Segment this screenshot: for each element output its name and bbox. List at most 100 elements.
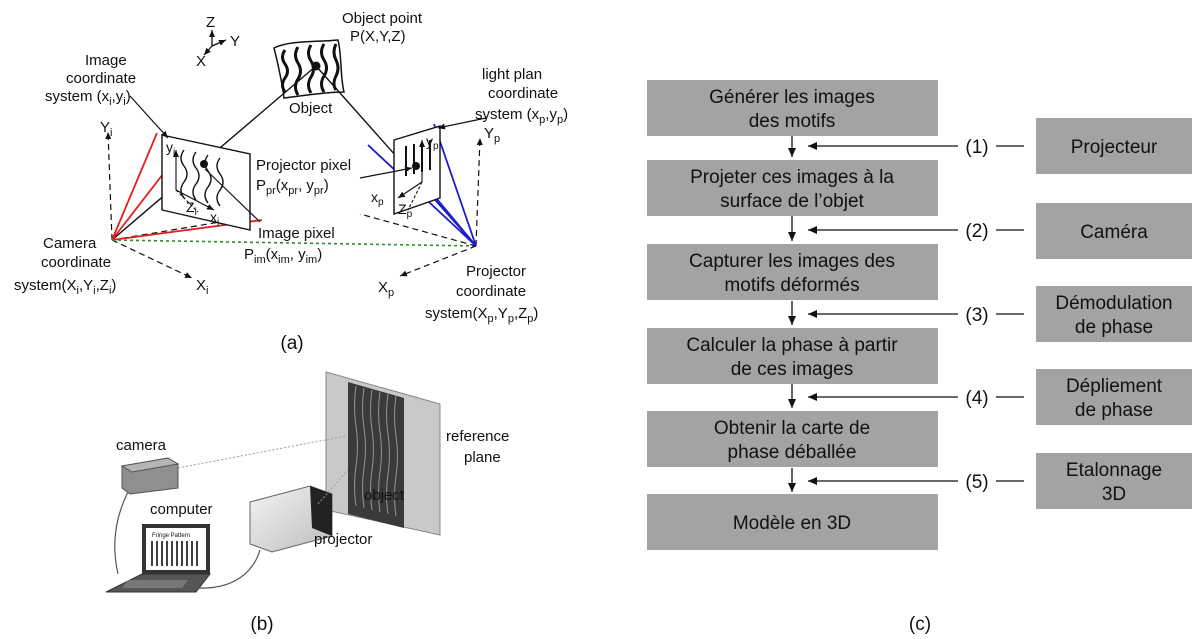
input-box xyxy=(1036,286,1192,342)
projector-b-label: projector xyxy=(314,531,372,548)
input-line2: 3D xyxy=(1102,484,1126,505)
input-line1: Projecteur xyxy=(1071,137,1158,158)
projector-pixel-line2: Ppr(xpr, ypr) xyxy=(256,177,329,197)
flow-step-6: Modèle en 3D xyxy=(647,494,938,550)
input-box xyxy=(1036,203,1192,259)
camera-cs-line2: coordinate xyxy=(41,254,111,271)
light-plane: yp Zp xp xyxy=(371,125,441,220)
object-surface-icon xyxy=(273,39,345,99)
input-line1: Caméra xyxy=(1080,222,1148,243)
flow-step-box xyxy=(647,328,938,384)
laptop-icon: Fringe Pattern xyxy=(105,524,212,593)
input-box xyxy=(1036,369,1192,425)
flow-step-1: Générer les images des motifs xyxy=(647,80,938,136)
input-box xyxy=(1036,118,1192,174)
flow-step-line1: Générer les images xyxy=(709,87,875,108)
input-number: (4) xyxy=(965,388,988,409)
input-box xyxy=(1036,453,1192,509)
world-axis-z: Z xyxy=(206,14,215,31)
image-cs-line2: coordinate xyxy=(66,70,136,87)
reference-plane-line1: reference xyxy=(446,428,509,445)
panel-b: reference plane object camera projector … xyxy=(105,371,509,635)
panel-b-label: (b) xyxy=(250,614,273,635)
camera-cs-line3: system(Xi,Yi,Zi) xyxy=(14,277,116,297)
flow-step-2: Projeter ces images à la surface de l’obj… xyxy=(647,160,938,216)
image-pixel-line2: Pim(xim, yim) xyxy=(244,246,322,266)
computer-b-label: computer xyxy=(150,501,213,518)
light-axis-y: yp xyxy=(426,133,439,152)
image-cs-line3: system (xi,yi) xyxy=(45,88,131,108)
reference-plane-line2: plane xyxy=(464,449,501,466)
world-axes-icon xyxy=(203,30,227,56)
input-5: (5) Etalonnage 3D xyxy=(965,453,1192,509)
flow-step-line1: Modèle en 3D xyxy=(733,513,851,534)
image-cs-line1: Image xyxy=(85,52,127,69)
input-line1: Démodulation xyxy=(1055,293,1172,314)
light-axis-x: xp xyxy=(371,189,384,208)
image-axis-y: yi xyxy=(166,139,175,158)
image-pixel-line1: Image pixel xyxy=(258,225,335,242)
input-line2: de phase xyxy=(1075,400,1153,421)
flow-step-line2: phase déballée xyxy=(728,442,857,463)
flow-step-box xyxy=(647,80,938,136)
baseline xyxy=(111,239,477,247)
reference-plane-icon xyxy=(325,371,441,536)
flow-step-3: Capturer les images des motifs déformés xyxy=(647,244,938,300)
projector-cs-line3: system(Xp,Yp,Zp) xyxy=(425,305,538,325)
flow-connectors xyxy=(788,134,1024,492)
flow-step-line2: de ces images xyxy=(731,359,854,380)
panel-c-label: (c) xyxy=(909,614,931,635)
object-point-title: Object point xyxy=(342,10,423,27)
light-cs-line2: coordinate xyxy=(488,85,558,102)
input-number: (5) xyxy=(965,472,988,493)
camera-axis-y-label: Yi xyxy=(100,119,112,139)
flow-step-box xyxy=(647,411,938,467)
input-3: (3) Démodulation de phase xyxy=(965,286,1192,342)
flow-step-line1: Projeter ces images à la xyxy=(690,167,894,188)
flow-step-line1: Obtenir la carte de xyxy=(714,418,870,439)
input-number: (3) xyxy=(965,305,988,326)
camera-axis-x-label: Xi xyxy=(196,277,208,297)
flow-step-box xyxy=(647,494,938,550)
input-2: (2) Caméra xyxy=(965,203,1192,259)
world-axis-x: X xyxy=(196,53,206,70)
input-line1: Dépliement xyxy=(1066,376,1163,397)
flow-step-line2: motifs déformés xyxy=(724,275,859,296)
projector-axis-y-label: Yp xyxy=(484,125,500,145)
projector-cs-line1: Projector xyxy=(466,263,526,280)
object-b-label: object xyxy=(364,487,405,504)
object-point-coords: P(X,Y,Z) xyxy=(350,28,406,45)
projector-pixel-line1: Projector pixel xyxy=(256,157,351,174)
flow-step-box xyxy=(647,244,938,300)
input-number: (2) xyxy=(965,221,988,242)
laptop-screen-text: Fringe Pattern xyxy=(152,533,190,539)
image-plane: yi Zi xi xyxy=(161,134,251,231)
panel-a-label: (a) xyxy=(280,333,303,354)
input-1: (1) Projecteur xyxy=(965,118,1192,174)
flow-step-line1: Capturer les images des xyxy=(689,251,895,272)
input-line2: de phase xyxy=(1075,317,1153,338)
flow-step-box xyxy=(647,160,938,216)
projector-icon xyxy=(249,485,333,553)
light-cs-line1: light plan xyxy=(482,66,542,83)
light-cs-line3: system (xp,yp) xyxy=(475,106,568,126)
image-axis-x: xi xyxy=(210,209,219,228)
input-number: (1) xyxy=(965,137,988,158)
panel-a: Z Y X Object point P(X,Y,Z) Object xyxy=(14,10,568,354)
projector-cs-line2: coordinate xyxy=(456,283,526,300)
light-axis-z: Zp xyxy=(398,201,413,220)
object-label: Object xyxy=(289,100,333,117)
input-4: (4) Dépliement de phase xyxy=(965,369,1192,425)
camera-cs-line1: Camera xyxy=(43,235,97,252)
flow-step-line2: surface de l’objet xyxy=(720,191,864,212)
flow-step-line2: des motifs xyxy=(749,111,836,132)
flow-step-5: Obtenir la carte de phase déballée xyxy=(647,411,938,467)
flow-step-line1: Calculer la phase à partir xyxy=(686,335,898,356)
projector-axis-x-label: Xp xyxy=(378,279,394,299)
input-line1: Etalonnage xyxy=(1066,460,1162,481)
camera-b-label: camera xyxy=(116,437,167,454)
world-axis-y: Y xyxy=(230,33,240,50)
image-axis-z: Zi xyxy=(186,199,197,218)
